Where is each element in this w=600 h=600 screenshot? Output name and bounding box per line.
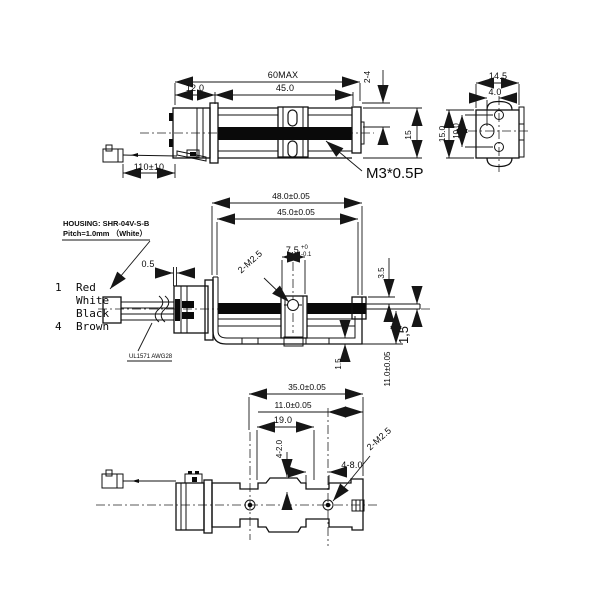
- dim-7-5-tol-up: +0: [301, 245, 309, 251]
- bearing-block: [351, 296, 367, 320]
- dim-1-5-plate-label: 1.5: [334, 358, 343, 370]
- motor-flange-top: [203, 479, 213, 534]
- dim-4-8-label: 4-8.0: [341, 460, 363, 470]
- shaft-tip: [366, 303, 421, 310]
- dim-7-5-label: 7.5: [286, 245, 299, 255]
- dim-7-5-tol-dn: -0.1: [301, 252, 312, 258]
- lead-screw: [218, 127, 352, 140]
- dim-45-05-label: 45.0±0.05: [277, 207, 315, 217]
- dim-15-0-label: 15.0: [437, 125, 447, 142]
- motor-body-side: [169, 102, 219, 164]
- housing-label-line1: HOUSING: SHR-04V-S-B: [63, 219, 150, 228]
- top-view-dimensions: 35.0±0.05 11.0±0.05 19.0 4-2.0 4-8.0 2-M…: [248, 382, 393, 510]
- dim-10-0-label: 10.0: [452, 123, 461, 139]
- dim-4-2-label: 4-2.0: [275, 439, 284, 458]
- dim-2-m2-5-front-label: 2-M2.5: [236, 248, 264, 275]
- motor-body-top: [175, 471, 213, 534]
- dim-12-label: 12.0: [186, 83, 204, 93]
- slider-block-front: [280, 262, 308, 347]
- thread-spec-label: M3*0.5P: [366, 165, 424, 182]
- slider-slot-bottom: [287, 140, 298, 158]
- dim-48-label: 48.0±0.05: [272, 191, 310, 201]
- pin1-label: 1: [55, 281, 62, 294]
- lead-wires: [128, 295, 174, 323]
- wire-brown-label: Brown: [76, 320, 109, 333]
- dim-15-label: 15: [403, 130, 413, 140]
- wire-red-label: Red: [76, 281, 96, 294]
- end-view: 14.5 4.0 15.0 10.0: [437, 71, 528, 172]
- dim-19-label: 19.0: [274, 415, 292, 425]
- mount-hole-bottom: [494, 142, 504, 152]
- dim-60max-label: 60MAX: [268, 70, 299, 80]
- mount-hole-2: [322, 499, 334, 511]
- front-view-dimensions: 48.0±0.05 45.0±0.05 7.5 +0 -0.1 2-M2.5 0…: [141, 191, 423, 386]
- slider-slot-top: [287, 109, 298, 127]
- dim-3-5-label: 3.5: [377, 267, 386, 279]
- dim-11-0-front-label: 11.0±0.05: [383, 351, 392, 386]
- side-view: 60MAX 12.0 45.0 2-4 15 110±10: [102, 70, 424, 182]
- dim-14-5-label: 14.5: [489, 71, 507, 81]
- dim-2-m2-5-top-label: 2-M2.5: [365, 425, 393, 452]
- end-block-top: [351, 499, 365, 512]
- connector-front: [102, 296, 128, 324]
- dim-2-4-label: 2-4: [362, 71, 372, 84]
- dim-11-0-top-label: 11.0±0.05: [274, 400, 311, 410]
- end-view-body: [475, 100, 525, 168]
- pin4-label: 4: [55, 320, 62, 333]
- bracket-front: [212, 276, 363, 345]
- housing-label-line2: Pitch=1.0mm （White）: [63, 228, 147, 238]
- slider-tap-hole: [287, 299, 299, 311]
- mount-hole-top: [494, 110, 504, 120]
- cable-spec-label: UL1571 AWG28: [129, 354, 173, 360]
- front-view: HOUSING: SHR-04V-S-B Pitch=1.0mm （White）…: [55, 191, 430, 386]
- wire-line: [122, 154, 178, 157]
- connector-top: [101, 469, 124, 489]
- wire-black-label: Black: [76, 307, 109, 320]
- top-view: 35.0±0.05 11.0±0.05 19.0 4-2.0 4-8.0 2-M…: [96, 382, 393, 546]
- connector-side: [102, 144, 124, 163]
- wire-arrow-top: [132, 479, 139, 483]
- dim-45-label: 45.0: [276, 83, 294, 93]
- dim-1-5-shaft-label: 1,5: [396, 326, 411, 344]
- motor-flange-front: [204, 279, 214, 341]
- side-view-dimensions: 60MAX 12.0 45.0 2-4 15 110±10: [122, 70, 424, 182]
- dim-0-5-label: 0.5: [141, 259, 154, 269]
- wire-arrow: [131, 153, 138, 157]
- end-cap: [351, 106, 365, 154]
- dim-4-0-label: 4.0: [488, 87, 501, 97]
- mount-hole-1: [244, 499, 256, 511]
- end-view-dimensions: 14.5 4.0 15.0 10.0: [437, 71, 520, 159]
- motor-body-front: [173, 279, 214, 341]
- wire-white-label: White: [76, 294, 109, 307]
- dim-35-label: 35.0±0.05: [288, 382, 326, 392]
- dim-110-label: 110±10: [134, 162, 165, 172]
- bracket-top-outline: [211, 477, 364, 533]
